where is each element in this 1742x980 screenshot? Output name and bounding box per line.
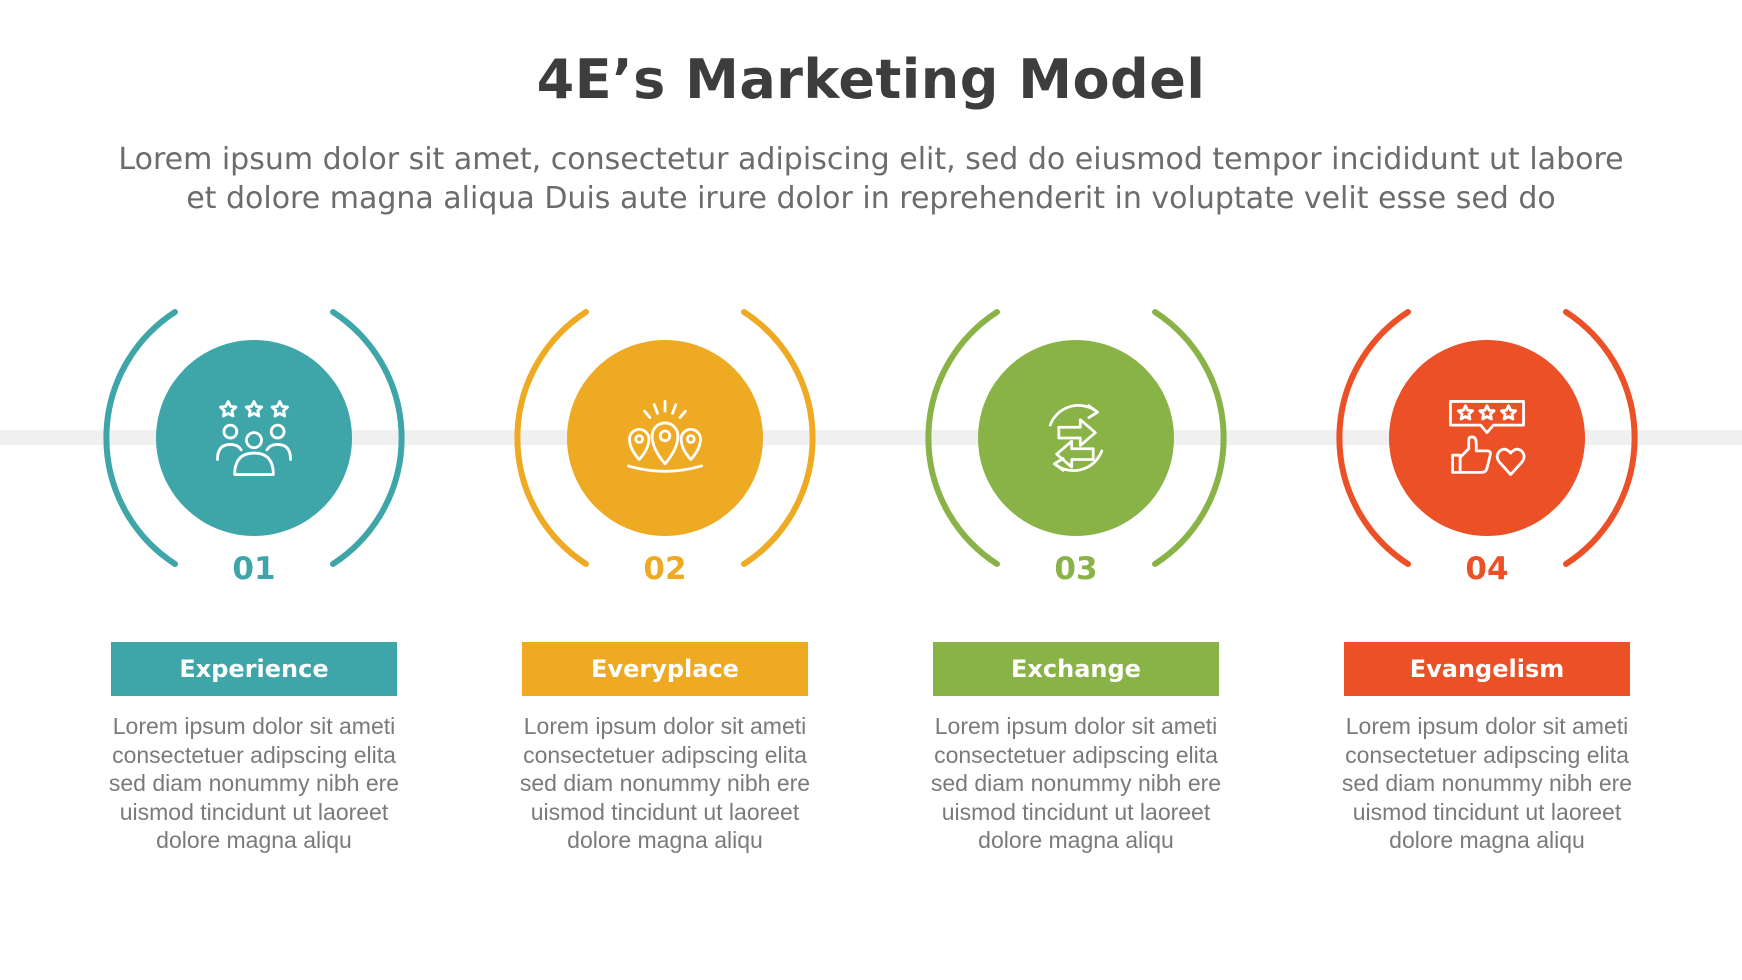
step-label: Exchange <box>933 642 1219 696</box>
subtitle-line-2: et dolore magna aliqua Duis aute irure d… <box>186 181 1556 216</box>
step-number: 03 <box>1054 551 1098 587</box>
page-title: 4E’s Marketing Model <box>536 48 1206 111</box>
description-line: uismod tincidunt ut laoreet <box>1352 798 1622 825</box>
subtitle-line-1: Lorem ipsum dolor sit amet, consectetur … <box>118 142 1624 177</box>
bracket-rings <box>1336 309 1638 567</box>
bracket-rings <box>925 309 1227 567</box>
step-circle <box>978 340 1174 536</box>
step-number: 04 <box>1465 551 1509 587</box>
step-circle <box>1389 340 1585 536</box>
step-circle <box>156 340 352 536</box>
description-line: sed diam nonummy nibh ere <box>108 770 400 796</box>
people-rating-icon <box>216 400 292 476</box>
step-description: Lorem ipsum dolor sit ameti consectetuer… <box>515 712 815 855</box>
exchange-arrows-icon <box>1048 404 1104 472</box>
step-description: Lorem ipsum dolor sit ameti consectetuer… <box>1337 712 1637 855</box>
step-label: Everyplace <box>522 642 808 696</box>
description-line: dolore magna aliqu <box>978 827 1174 853</box>
description-line: consectetuer adipscing elita <box>1345 741 1629 768</box>
description-line: uismod tincidunt ut laoreet <box>530 798 800 825</box>
description-line: dolore magna aliqu <box>567 827 763 853</box>
step-number: 02 <box>643 551 687 587</box>
page-subtitle: Lorem ipsum dolor sit amet, consectetur … <box>71 140 1671 218</box>
step-description: Lorem ipsum dolor sit ameti consectetuer… <box>926 712 1226 855</box>
description-line: dolore magna aliqu <box>1389 827 1585 853</box>
description-line: consectetuer adipscing elita <box>523 741 807 768</box>
review-like-heart-icon <box>1449 400 1526 476</box>
description-line: consectetuer adipscing elita <box>934 741 1218 768</box>
description-line: consectetuer adipscing elita <box>112 741 396 768</box>
description-line: uismod tincidunt ut laoreet <box>119 798 389 825</box>
description-line: uismod tincidunt ut laoreet <box>941 798 1211 825</box>
description-line: dolore magna aliqu <box>156 827 352 853</box>
description-line: Lorem ipsum dolor sit ameti <box>523 713 807 739</box>
timeline-bar <box>0 430 1742 445</box>
location-pins-icon <box>627 400 703 473</box>
description-line: sed diam nonummy nibh ere <box>519 770 811 796</box>
bracket-rings <box>514 309 816 567</box>
step-label: Experience <box>111 642 397 696</box>
step-description: Lorem ipsum dolor sit ameti consectetuer… <box>104 712 404 855</box>
description-line: Lorem ipsum dolor sit ameti <box>112 713 396 739</box>
description-line: sed diam nonummy nibh ere <box>1341 770 1633 796</box>
step-circle <box>567 340 763 536</box>
step-number: 01 <box>232 551 276 587</box>
bracket-rings <box>103 309 405 567</box>
description-line: sed diam nonummy nibh ere <box>930 770 1222 796</box>
description-line: Lorem ipsum dolor sit ameti <box>934 713 1218 739</box>
step-label: Evangelism <box>1344 642 1630 696</box>
description-line: Lorem ipsum dolor sit ameti <box>1345 713 1629 739</box>
